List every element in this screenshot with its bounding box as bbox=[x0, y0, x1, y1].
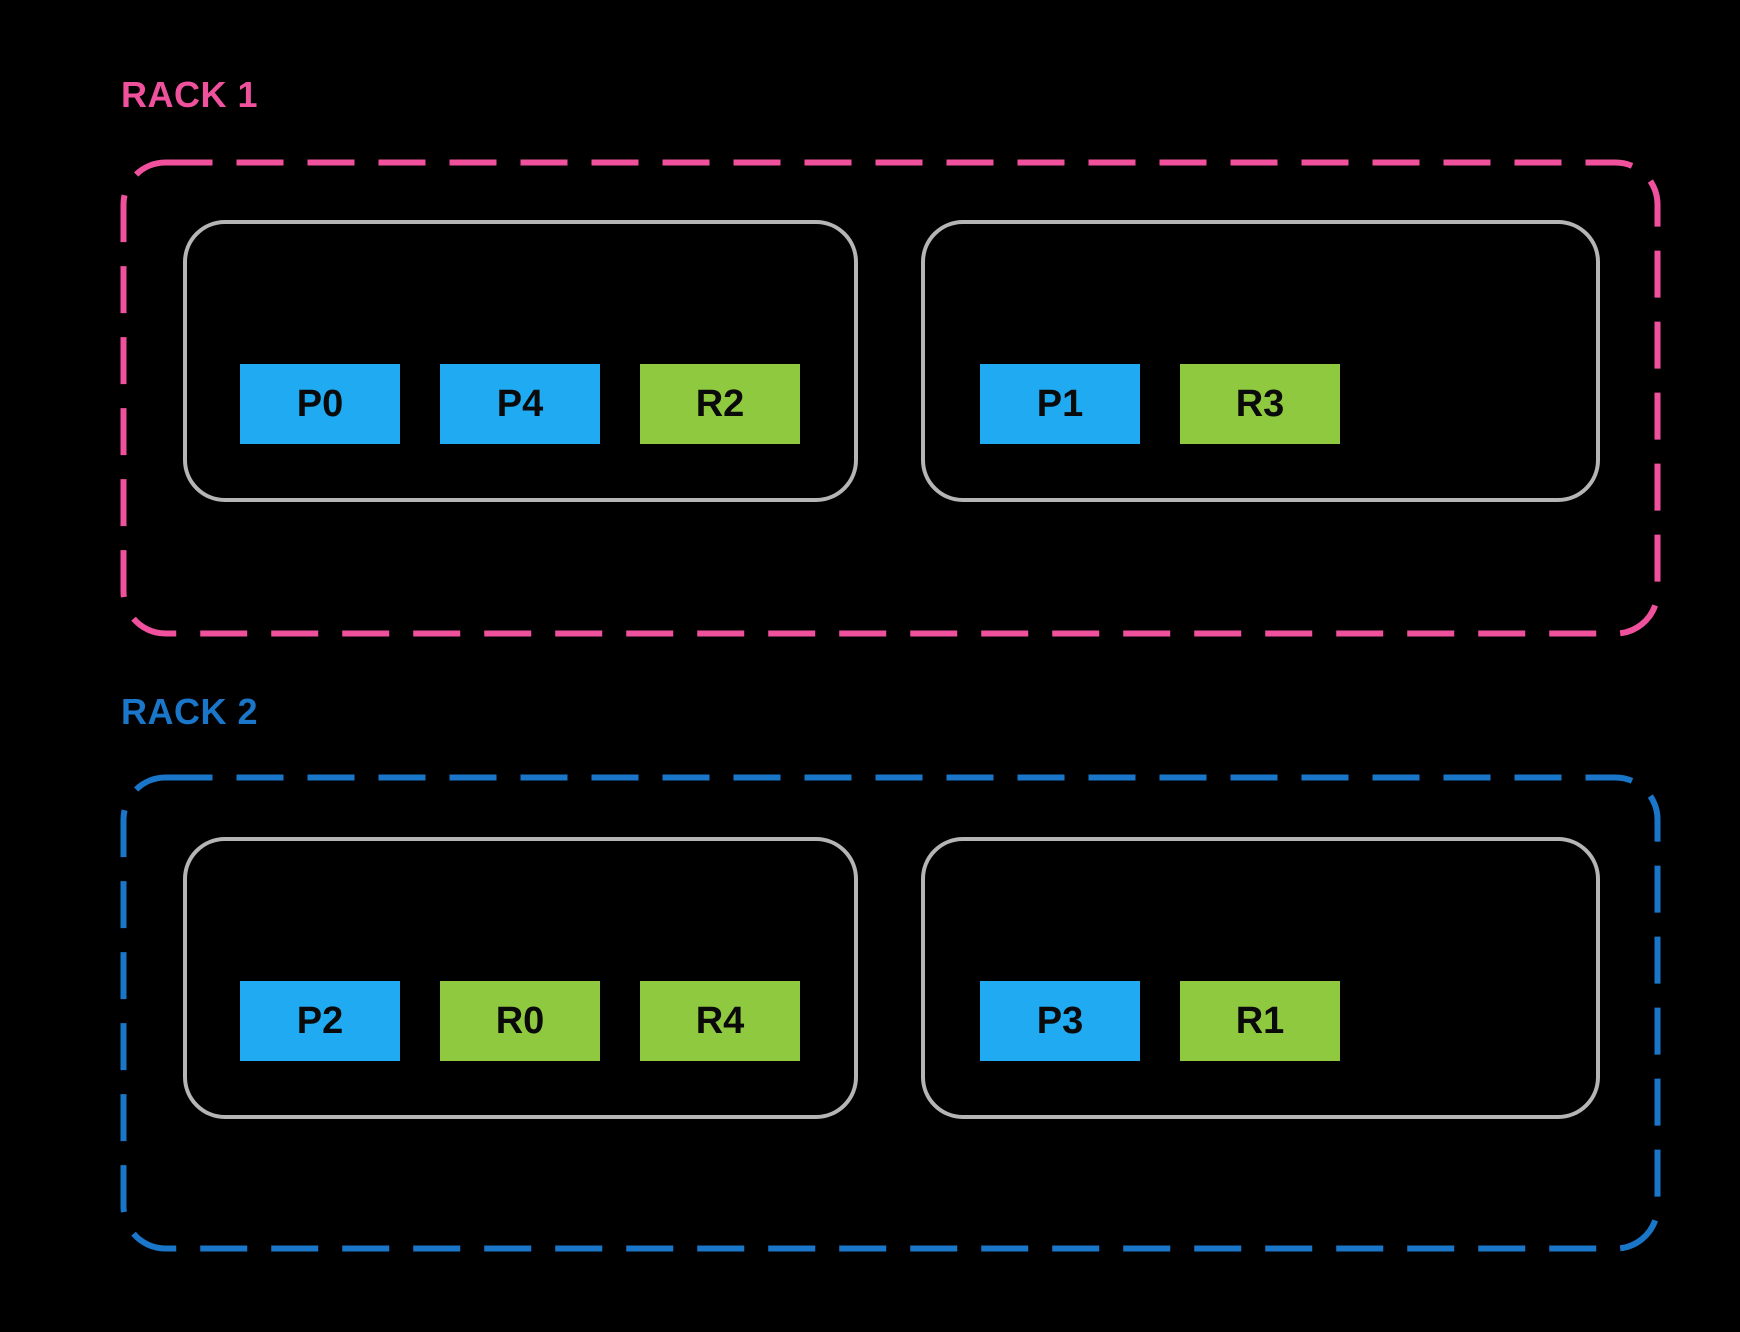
rack2-outline-rect bbox=[120, 774, 1661, 1252]
rack1-node2: P1 R3 bbox=[921, 220, 1600, 502]
rack2-node2: P3 R1 bbox=[921, 837, 1600, 1119]
rack1-dashed-outline bbox=[120, 159, 1661, 637]
replica-block-r3: R3 bbox=[1180, 364, 1340, 444]
replica-block-r2: R2 bbox=[640, 364, 800, 444]
rack1-node1: P0 P4 R2 bbox=[183, 220, 858, 502]
rack2-label: RACK 2 bbox=[121, 691, 259, 732]
partition-block-p1: P1 bbox=[980, 364, 1140, 444]
rack1-label: RACK 1 bbox=[121, 74, 259, 115]
partition-block-p0: P0 bbox=[240, 364, 400, 444]
replica-block-r4: R4 bbox=[640, 981, 800, 1061]
partition-block-p4: P4 bbox=[440, 364, 600, 444]
rack2-node1: P2 R0 R4 bbox=[183, 837, 858, 1119]
replica-block-r0: R0 bbox=[440, 981, 600, 1061]
replica-block-r1: R1 bbox=[1180, 981, 1340, 1061]
rack1-outline-rect bbox=[120, 159, 1661, 637]
rack2-dashed-outline bbox=[120, 774, 1661, 1252]
partition-block-p3: P3 bbox=[980, 981, 1140, 1061]
partition-block-p2: P2 bbox=[240, 981, 400, 1061]
